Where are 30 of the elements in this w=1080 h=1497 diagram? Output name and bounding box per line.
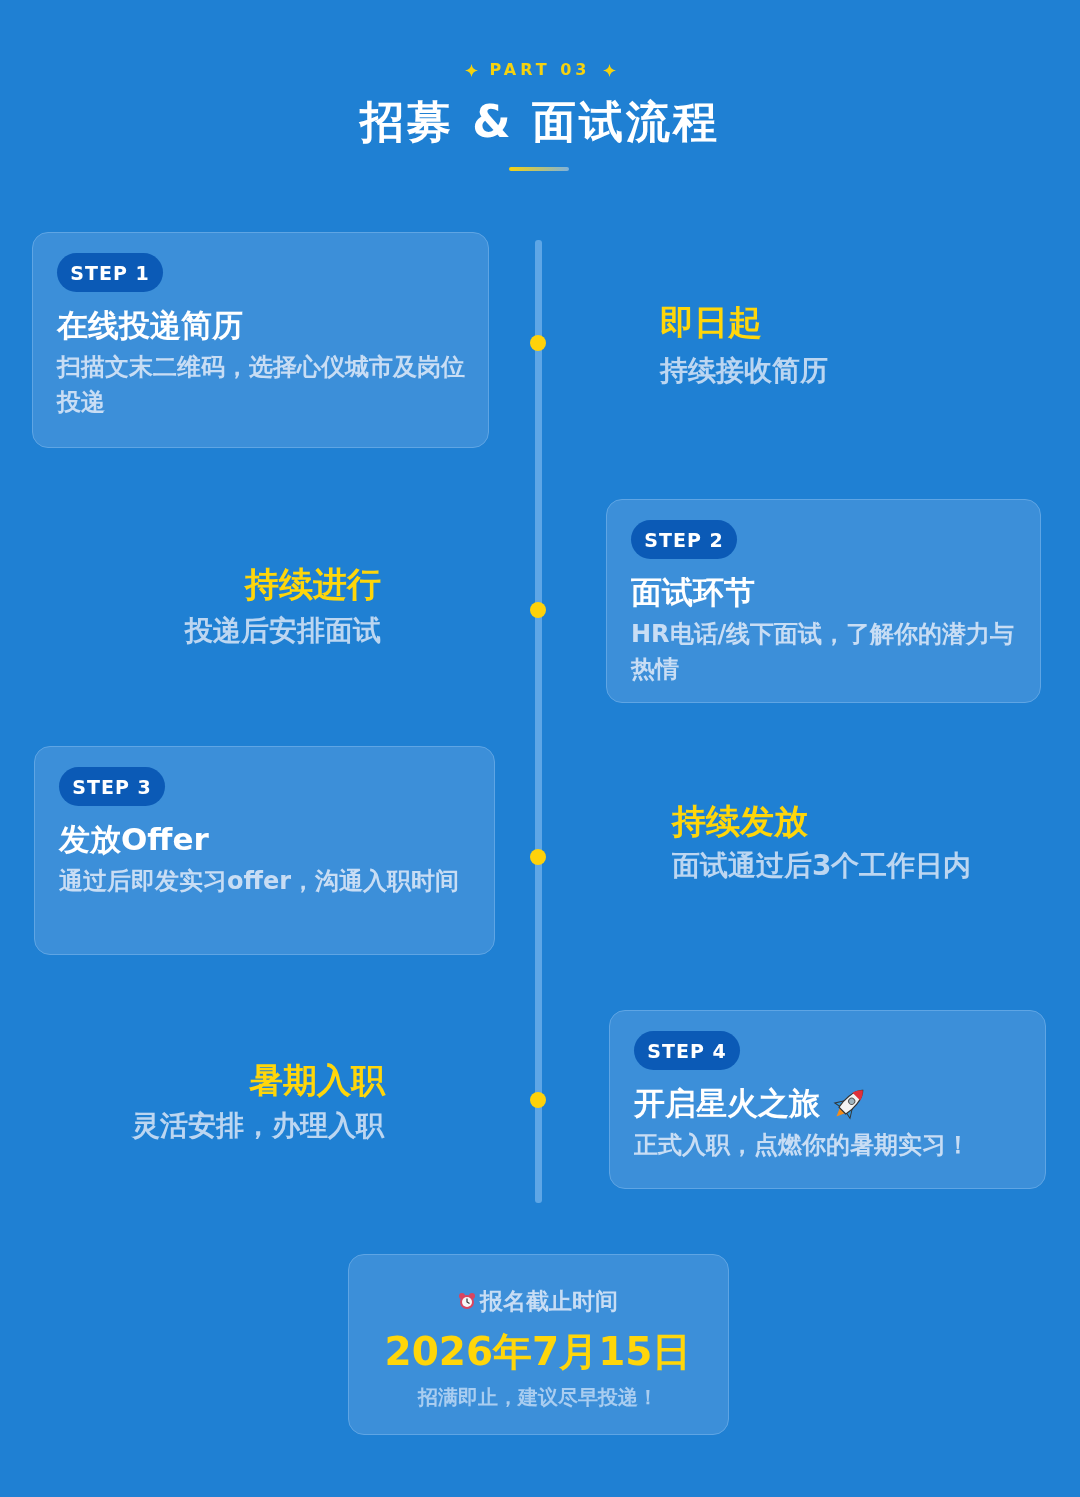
card-heading: 在线投递简历	[57, 306, 243, 345]
step-badge: STEP 1	[57, 253, 163, 292]
card-heading: 面试环节	[631, 573, 755, 612]
step-card	[609, 1010, 1046, 1189]
milestone-note: 持续接收简历	[660, 353, 828, 389]
step-badge: STEP 4	[634, 1031, 740, 1070]
card-text: 正式入职，点燃你的暑期实习！	[634, 1130, 971, 1161]
milestone-note: 投递后安排面试	[185, 613, 381, 649]
milestone-title: 即日起	[660, 301, 762, 343]
title: 招募 & 面试流程	[360, 96, 720, 148]
milestone-note: 面试通过后3个工作日内	[672, 848, 972, 884]
milestone-title: 持续进行	[245, 563, 381, 605]
step-card	[34, 746, 495, 955]
deadline-note: 招满即止，建议尽早投递！	[418, 1384, 658, 1411]
milestone-title: 持续发放	[672, 800, 808, 842]
section-label: PART 03	[489, 59, 591, 81]
milestone-note: 灵活安排，办理入职	[132, 1108, 384, 1144]
deadline-label: 报名截止时间	[480, 1287, 618, 1316]
card-text: 通过后即发实习offer，沟通入职时间	[59, 866, 461, 897]
deadline-date: 2026年7月15日	[384, 1329, 692, 1375]
step-card	[32, 232, 489, 448]
card-heading: 发放Offer	[59, 820, 209, 859]
card-text: 扫描文末二维码，选择心仪城市及岗位投递	[57, 352, 466, 418]
step-badge: STEP 2	[631, 520, 737, 559]
card-heading: 开启星火之旅	[634, 1084, 820, 1123]
card-text: HR电话/线下面试，了解你的潜力与热情	[631, 619, 1016, 685]
step-badge: STEP 3	[59, 767, 165, 806]
deadline-card	[348, 1254, 729, 1435]
milestone-title: 暑期入职	[249, 1059, 385, 1101]
step-card	[606, 499, 1041, 703]
